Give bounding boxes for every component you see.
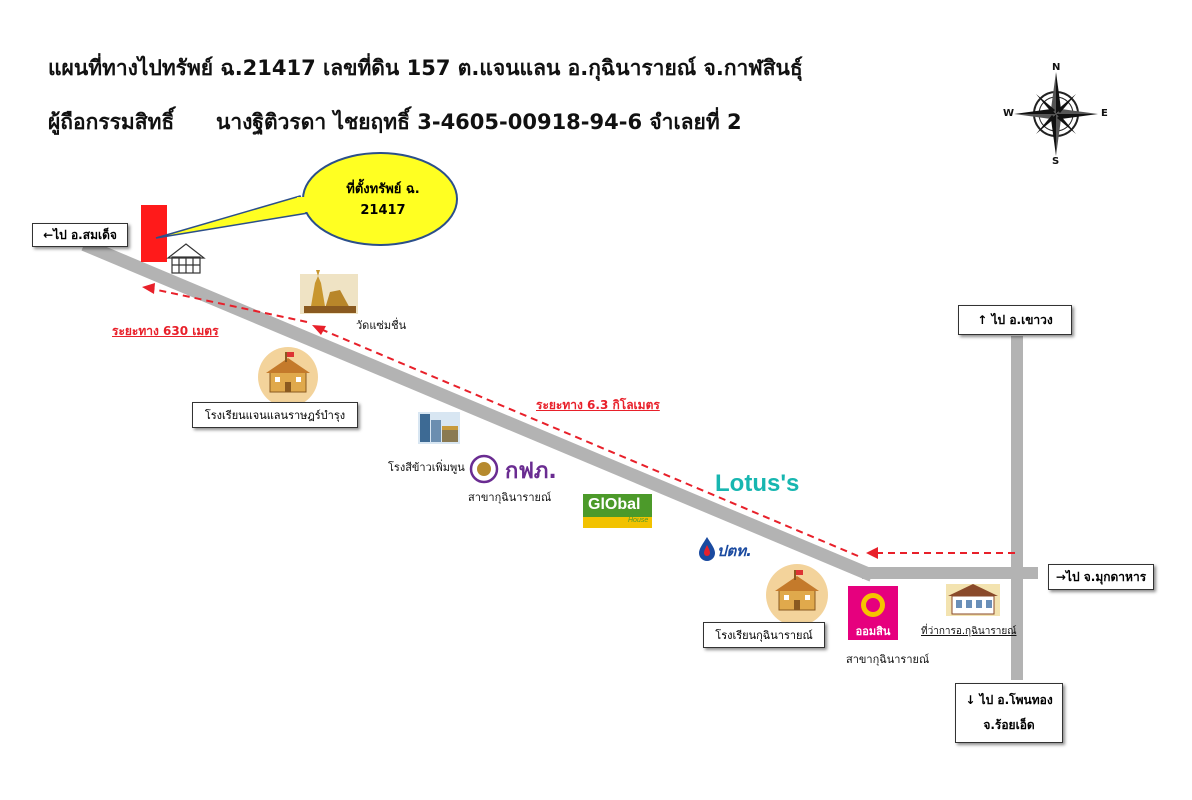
school1-label: โรงเรียนแจนแลนราษฎร์บำรุง [192, 402, 358, 428]
route-line [147, 287, 1015, 557]
main-road [81, 238, 875, 582]
gsb-logo-text: ออมสิน [855, 625, 891, 638]
ptt-logo-text: ปตท. [717, 542, 752, 560]
temple-label: วัดแซ่มชื่น [356, 319, 407, 332]
district-office-label: ที่ว่าการอ.กุฉินารายณ์ [921, 626, 1017, 637]
global-house-logo [583, 494, 652, 528]
map-title: แผนที่ทางไปทรัพย์ ฉ.21417 เลขที่ดิน 157 … [48, 56, 803, 80]
direction-east-box: →ไป จ.มุกดาหาร [1048, 564, 1154, 590]
lotus-logo: Lotus's [715, 470, 800, 497]
callout-bubble [302, 152, 458, 246]
global-sub-text: House [628, 517, 649, 524]
pea-branch-label: สาขากุฉินารายณ์ [468, 491, 552, 504]
route-arrowheads [142, 283, 878, 559]
ptt-logo-icon [699, 537, 715, 561]
rice-mill-icon [418, 412, 460, 444]
pea-logo-text: กฟภ. [505, 459, 557, 484]
direction-north-box: ↑ ไป อ.เขาวง [958, 305, 1072, 335]
compass-w: W [1003, 108, 1015, 119]
owner-value: นางฐิติวรดา ไชยฤทธิ์ 3-4605-00918-94-6 จ… [216, 110, 742, 134]
school2-label: โรงเรียนกุฉินารายณ์ [703, 622, 825, 648]
callout-line1: ที่ตั้งทรัพย์ ฉ. [346, 182, 420, 197]
global-logo-text: GlObal [588, 496, 641, 513]
house-icon [166, 243, 206, 274]
district-office-icon [946, 584, 1000, 616]
direction-south-box: ↓ ไป อ.โพนทอง จ.ร้อยเอ็ด [955, 683, 1063, 743]
gsb-branch-label: สาขากุฉินารายณ์ [846, 653, 930, 666]
distance-short: ระยะทาง 630 เมตร [112, 324, 219, 338]
gsb-logo [848, 586, 898, 640]
distance-long: ระยะทาง 6.3 กิโลเมตร [536, 398, 660, 412]
temple-icon [300, 270, 358, 314]
direction-south-line1: ↓ ไป อ.โพนทอง [965, 693, 1053, 707]
direction-west-box: ←ไป อ.สมเด็จ [32, 223, 128, 247]
callout-line2: 21417 [360, 203, 406, 218]
compass-rose-icon [1014, 72, 1098, 156]
owner-label: ผู้ถือกรรมสิทธิ์ [48, 110, 175, 134]
compass-s: S [1052, 156, 1060, 167]
direction-south-line2: จ.ร้อยเอ็ด [983, 718, 1035, 732]
school-icon [258, 347, 318, 407]
pea-logo-icon [469, 454, 499, 484]
rice-mill-label: โรงสีข้าวเพิ่มพูน [388, 461, 465, 474]
school-icon [766, 564, 828, 626]
property-marker [141, 205, 167, 262]
compass-e: E [1101, 108, 1108, 119]
compass-n: N [1052, 62, 1061, 73]
callout-pointer [155, 195, 310, 239]
